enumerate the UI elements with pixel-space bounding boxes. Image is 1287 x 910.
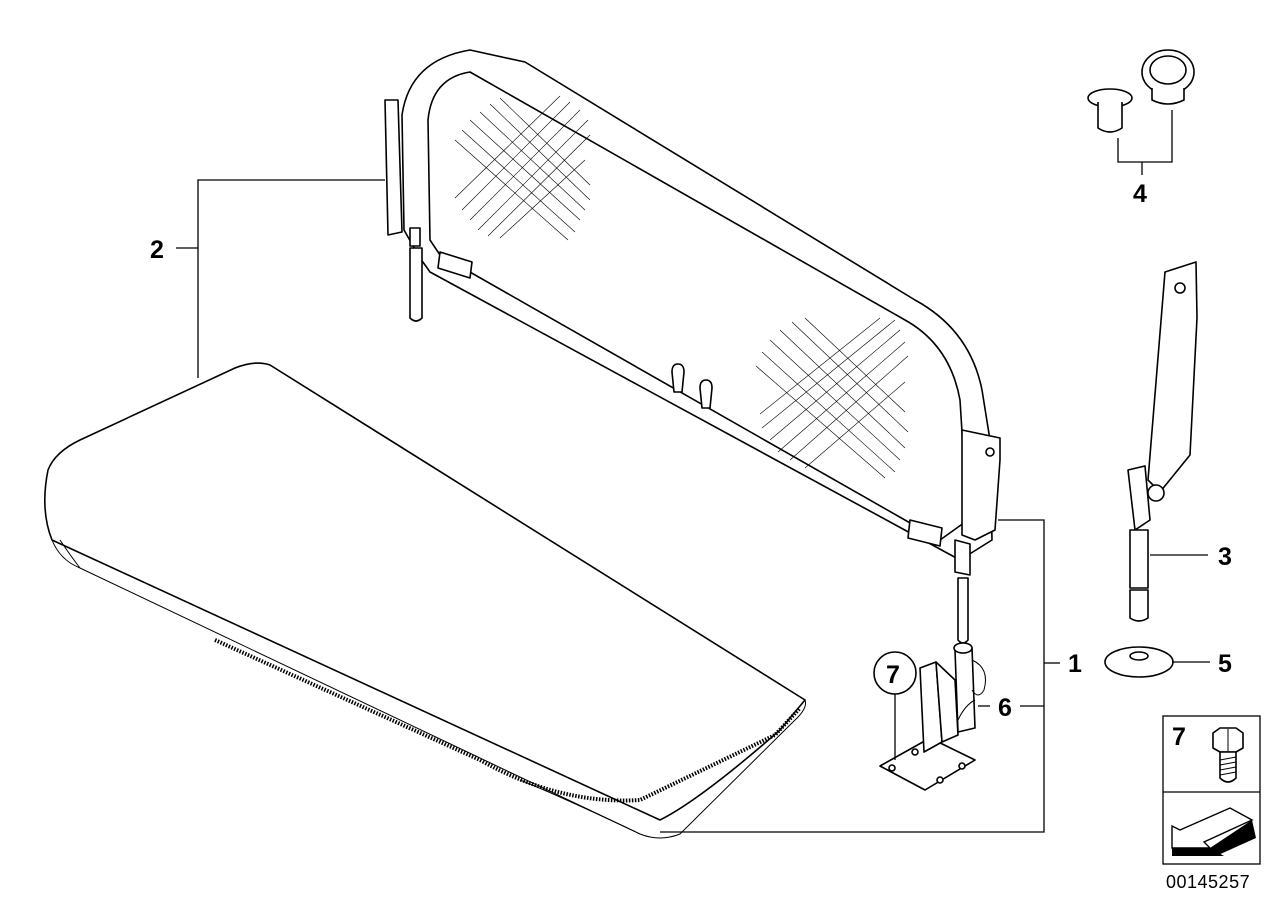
mesh-pattern-lower bbox=[755, 317, 909, 479]
washer-part[interactable] bbox=[1104, 646, 1174, 678]
callout-7-circle-label: 7 bbox=[886, 661, 900, 689]
mounting-bracket-part[interactable] bbox=[879, 642, 986, 791]
callout-4: 4 bbox=[1133, 180, 1147, 208]
leader-lines bbox=[176, 110, 1210, 833]
arrow-icon bbox=[1171, 807, 1256, 856]
mesh-pattern-upper bbox=[454, 95, 591, 241]
callout-7-box-label: 7 bbox=[1172, 723, 1186, 751]
reference-number: 00145257 bbox=[1166, 872, 1250, 892]
cover-board-part[interactable] bbox=[44, 362, 806, 839]
callout-6: 6 bbox=[998, 694, 1012, 722]
bolt-legend-box: 7 bbox=[1162, 715, 1261, 865]
hex-bolt-icon bbox=[1212, 727, 1244, 783]
plug-caps-part[interactable] bbox=[1087, 49, 1195, 133]
callout-2: 2 bbox=[150, 236, 164, 264]
support-strut-part[interactable] bbox=[1127, 261, 1198, 622]
wind-deflector-frame-part[interactable] bbox=[384, 49, 1001, 644]
callout-3: 3 bbox=[1218, 543, 1232, 571]
callout-5: 5 bbox=[1218, 650, 1232, 678]
callout-1: 1 bbox=[1068, 650, 1082, 678]
callout-7-circle: 7 bbox=[873, 651, 917, 695]
